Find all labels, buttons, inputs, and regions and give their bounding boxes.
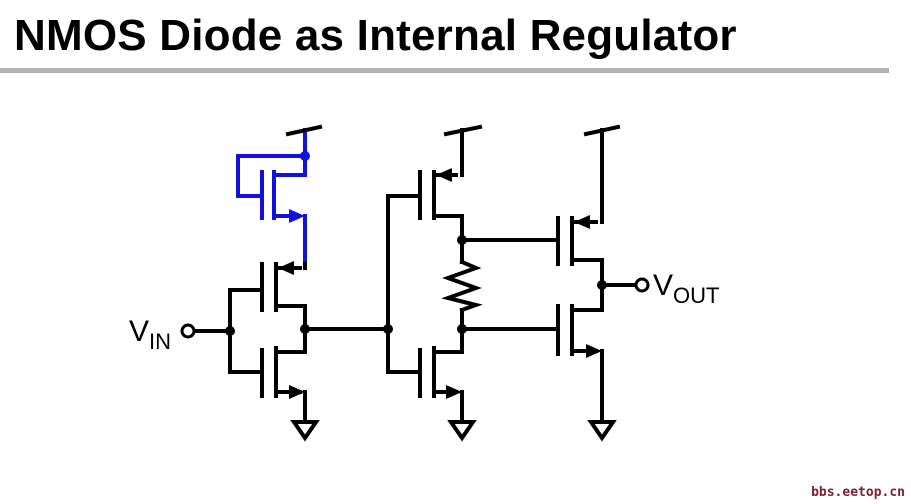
vin-label: VIN bbox=[129, 315, 171, 354]
vout-terminal bbox=[634, 277, 650, 293]
junction-dots bbox=[225, 235, 607, 336]
ground-symbol-3 bbox=[587, 420, 617, 442]
watermark: bbs.eetop.cn bbox=[811, 485, 905, 500]
inv1-pmos-arrow bbox=[278, 261, 294, 275]
resistor-zigzag bbox=[441, 259, 483, 313]
vout-label-main: V bbox=[653, 269, 673, 302]
diode-source-arrow bbox=[289, 209, 305, 223]
vdd-symbol-1 bbox=[285, 124, 323, 137]
vout-label-sub: OUT bbox=[673, 283, 719, 308]
vin-label-main: V bbox=[129, 315, 149, 348]
diode-node-dot bbox=[300, 151, 310, 161]
dot-inv1-out bbox=[300, 324, 310, 334]
stage2-pmos-arrow bbox=[436, 168, 452, 182]
title-rule bbox=[0, 68, 889, 73]
out-nmos-arrow bbox=[586, 344, 602, 358]
dot-resistor-bottom bbox=[457, 324, 467, 334]
vin-label-sub: IN bbox=[149, 329, 171, 354]
vin-terminal bbox=[180, 323, 196, 339]
ground-symbol-2 bbox=[447, 420, 477, 442]
dot-vin-node bbox=[225, 326, 235, 336]
transistor-arrows bbox=[278, 168, 602, 399]
inv1-nmos-arrow bbox=[289, 385, 305, 399]
dot-stage2-gate bbox=[383, 324, 393, 334]
nmos-diode-regulator bbox=[236, 128, 307, 270]
stage2-nmos-arrow bbox=[446, 385, 462, 399]
dot-vout-node bbox=[597, 280, 607, 290]
vout-label: VOUT bbox=[653, 269, 719, 308]
out-pmos-arrow bbox=[574, 215, 590, 229]
ground-symbol-1 bbox=[290, 420, 320, 442]
dot-resistor-top bbox=[457, 235, 467, 245]
slide-title: NMOS Diode as Internal Regulator bbox=[14, 11, 737, 60]
